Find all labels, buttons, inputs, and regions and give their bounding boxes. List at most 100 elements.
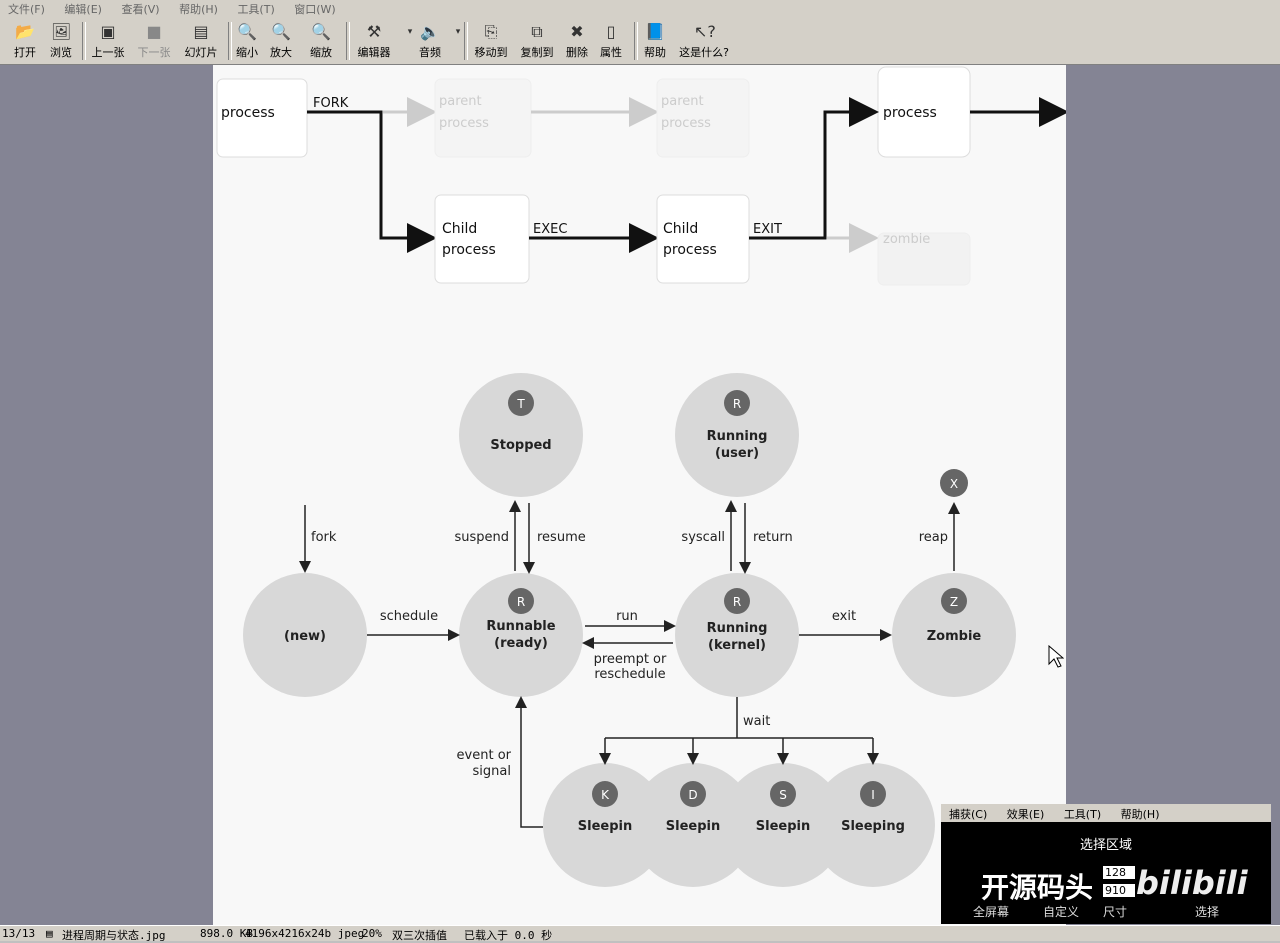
- running-kernel-badge-circle: [724, 588, 750, 614]
- running-user-badge-circle: [724, 390, 750, 416]
- runnable-badge-circle: [508, 588, 534, 614]
- wake-arrow: [515, 696, 543, 828]
- sleeping-i-state: [811, 763, 935, 887]
- sleep-i-badge-circle: [860, 781, 886, 807]
- image-index: 13/13: [2, 927, 36, 940]
- capture-menu-capture[interactable]: 捕获(C): [949, 808, 988, 821]
- reap-label: reap: [919, 530, 948, 545]
- zombie-label: Zombie: [927, 629, 982, 644]
- stopped-label: Stopped: [490, 438, 551, 453]
- editor-button[interactable]: ⚒编辑器: [357, 22, 391, 59]
- next-icon: ■: [146, 22, 162, 41]
- process-left-label: process: [221, 105, 275, 121]
- sleeping-s-state: [721, 763, 845, 887]
- syscall-label: syscall: [681, 530, 725, 545]
- mouse-cursor-icon: [1048, 645, 1064, 668]
- sleep-s-badge-circle: [770, 781, 796, 807]
- help-button[interactable]: 📘帮助: [644, 22, 666, 59]
- file-size: 898.0 KB: [200, 927, 253, 940]
- menu-view[interactable]: 查看(V): [121, 3, 160, 16]
- running-user-state: [675, 373, 799, 497]
- runnable-state: [459, 573, 583, 697]
- runnable-label-b: (ready): [494, 636, 548, 651]
- zombie-label-faded: zombie: [883, 232, 930, 247]
- parent2-label-b: process: [661, 116, 711, 131]
- stopped-state: [459, 373, 583, 497]
- exit-label: EXIT: [753, 222, 782, 237]
- load-time: 已载入于 0.0 秒: [464, 929, 553, 942]
- menu-file[interactable]: 文件(F): [8, 3, 45, 16]
- menu-tools[interactable]: 工具(T): [237, 3, 275, 16]
- image-viewer[interactable]: process FORK parent process parent proce…: [0, 65, 1280, 925]
- reaped-badge-circle: [940, 469, 968, 497]
- delete-button[interactable]: ✖删除: [566, 22, 588, 59]
- move-to-button[interactable]: ⎘移动到: [474, 22, 508, 59]
- parent1-label-a: parent: [439, 94, 482, 109]
- sleep-k-badge: K: [601, 788, 610, 802]
- fullscreen-button[interactable]: 全屏幕: [973, 905, 1010, 919]
- image-dimensions: 4196x4216x24b jpeg: [245, 927, 365, 940]
- sleeping-k-state: [543, 763, 667, 887]
- editor-dropdown[interactable]: ▾: [400, 20, 413, 62]
- sleep-d-badge-circle: [680, 781, 706, 807]
- zoom-in-button[interactable]: 🔍放大: [270, 22, 292, 59]
- audio-dropdown[interactable]: ▾: [448, 20, 461, 62]
- browse-button[interactable]: 🖼浏览: [50, 22, 72, 59]
- folder-open-icon: 📂: [15, 22, 35, 41]
- select-region-title: 选择区域: [1079, 838, 1132, 853]
- parent1-label-b: process: [439, 116, 489, 131]
- audio-button[interactable]: 🔈音频: [419, 22, 441, 59]
- fork-label: FORK: [313, 96, 349, 111]
- whats-this-button[interactable]: ↖?这是什么?: [679, 22, 729, 59]
- zoom-button[interactable]: 🔍缩放: [310, 22, 332, 59]
- zoom-icon: 🔍: [311, 22, 331, 41]
- speaker-icon: 🔈: [420, 22, 440, 41]
- prev-button[interactable]: ▣上一张: [91, 22, 125, 59]
- sleep-i-badge: I: [871, 788, 875, 802]
- open-button[interactable]: 📂打开: [14, 22, 36, 59]
- sleep-s-label: Sleepin: [756, 819, 810, 834]
- child2-label-b: process: [663, 242, 717, 258]
- process-right-label: process: [883, 105, 937, 121]
- custom-button[interactable]: 自定义: [1043, 905, 1080, 919]
- menu-window[interactable]: 窗口(W): [294, 3, 336, 16]
- capture-menu-tools[interactable]: 工具(T): [1063, 808, 1102, 821]
- sleep-i-label: Sleeping: [841, 819, 905, 834]
- next-button[interactable]: ■下一张: [137, 22, 171, 59]
- menu-edit[interactable]: 编辑(E): [64, 3, 102, 16]
- browse-icon: 🖼: [51, 22, 72, 41]
- menu-help[interactable]: 帮助(H): [179, 3, 218, 16]
- height-input[interactable]: 910: [1103, 884, 1135, 897]
- question-cursor-icon: ↖?: [694, 22, 716, 41]
- width-input[interactable]: 128: [1103, 866, 1135, 879]
- toolbar-divider: [634, 22, 638, 60]
- parent2-label-a: parent: [661, 94, 704, 109]
- running-kernel-badge: R: [733, 595, 741, 609]
- slideshow-button[interactable]: ▤幻灯片: [184, 22, 218, 59]
- toolbar-divider: [346, 22, 350, 60]
- running-kernel-label-a: Running: [707, 621, 768, 636]
- child1-label-a: Child: [442, 221, 477, 237]
- child-box-2: [656, 194, 750, 284]
- capture-menu-effects[interactable]: 效果(E): [1006, 808, 1045, 821]
- toolbar-divider: [82, 22, 86, 60]
- hammer-icon: ⚒: [366, 22, 382, 41]
- preempt-label-b: reschedule: [594, 667, 665, 682]
- capture-menu-help[interactable]: 帮助(H): [1120, 808, 1160, 821]
- properties-button[interactable]: ▯属性: [600, 22, 622, 59]
- screen-capture-panel: 捕获(C) 效果(E) 工具(T) 帮助(H) 选择区域 开源码头 bilibi…: [941, 804, 1271, 924]
- wait-label: wait: [743, 714, 770, 729]
- parent-box-1: [434, 78, 532, 158]
- select-button[interactable]: 选择: [1195, 905, 1220, 919]
- runnable-badge: R: [517, 595, 525, 609]
- running-kernel-state: [675, 573, 799, 697]
- size-button[interactable]: 尺寸: [1103, 905, 1128, 919]
- child1-label-b: process: [442, 242, 496, 258]
- return-label: return: [753, 530, 793, 545]
- copy-to-button[interactable]: ⧉复制到: [520, 22, 554, 59]
- bilibili-logo: bilibili: [1136, 864, 1248, 902]
- zoom-out-button[interactable]: 🔍缩小: [236, 22, 258, 59]
- event-label-b: signal: [473, 764, 511, 779]
- toolbar-divider: [464, 22, 468, 60]
- process-box-left: [216, 78, 308, 158]
